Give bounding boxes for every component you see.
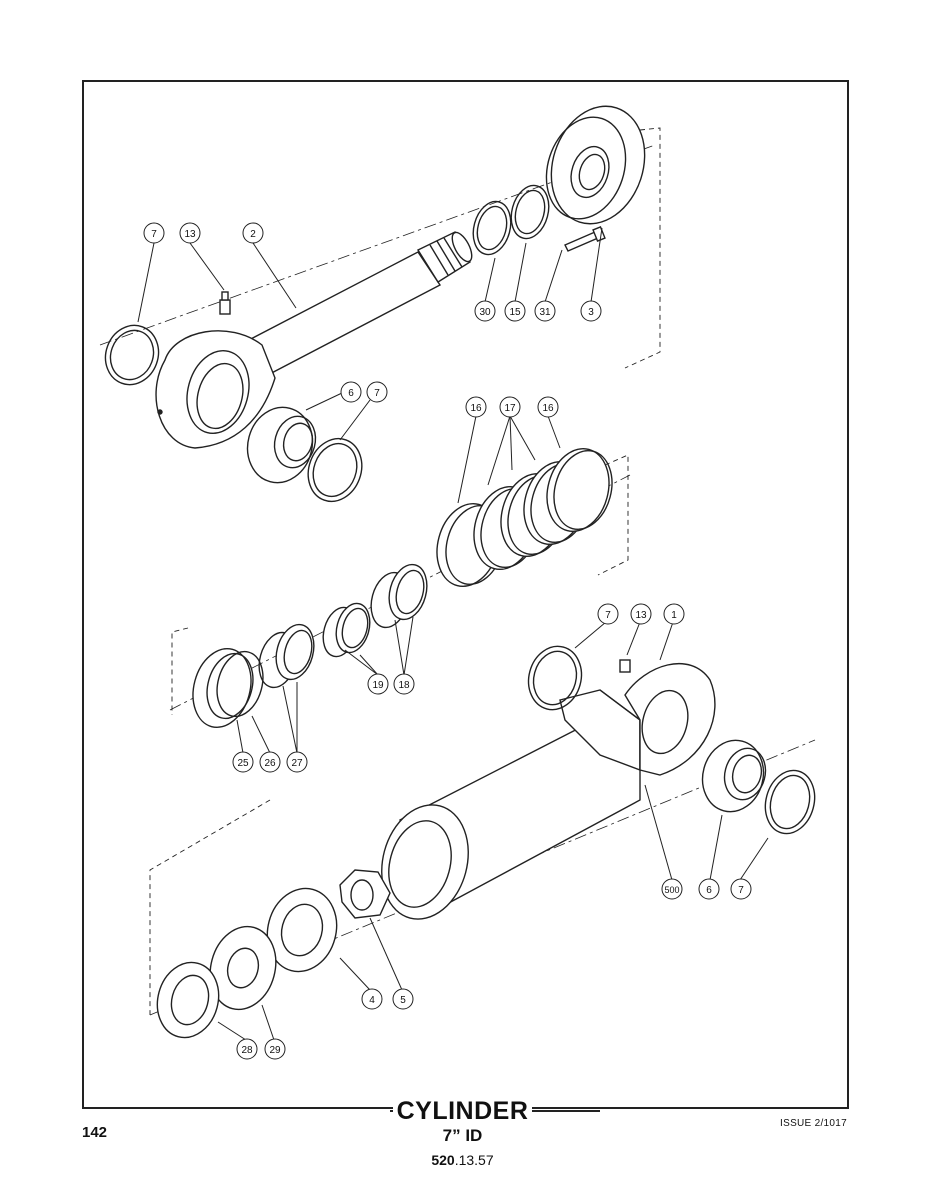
callout-19: 19 xyxy=(367,673,389,695)
piston xyxy=(266,887,338,973)
callout-16b: 16 xyxy=(537,396,559,418)
seal-rings-25-26-27 xyxy=(192,623,315,729)
issue-label: ISSUE 2/1017 xyxy=(780,1118,847,1129)
callout-3: 3 xyxy=(580,300,602,322)
callout-26: 26 xyxy=(259,751,281,773)
bushing-upper xyxy=(246,406,317,484)
callout-13a: 13 xyxy=(179,222,201,244)
svg-text:26: 26 xyxy=(264,758,276,769)
page-title: CYLINDER xyxy=(0,1097,925,1126)
svg-text:6: 6 xyxy=(348,388,354,399)
callout-15: 15 xyxy=(504,300,526,322)
snap-ring-barrel-top xyxy=(527,645,583,711)
snap-ring-upper xyxy=(307,437,363,503)
svg-text:2: 2 xyxy=(250,229,256,240)
callout-bubbles: 7 13 2 30 15 31 3 6 7 16 17 16 19 18 25 … xyxy=(143,222,752,1060)
svg-text:16: 16 xyxy=(470,403,482,414)
callout-25: 25 xyxy=(232,751,254,773)
seal-rings-30-15 xyxy=(472,184,550,256)
capscrew xyxy=(564,226,606,252)
callout-31: 31 xyxy=(534,300,556,322)
svg-text:500: 500 xyxy=(664,885,679,895)
page-number: 142 xyxy=(82,1124,108,1141)
svg-text:13: 13 xyxy=(635,610,647,621)
svg-text:29: 29 xyxy=(269,1045,281,1056)
piston-rings-16-17 xyxy=(436,447,613,588)
callout-18: 18 xyxy=(393,673,415,695)
callout-7b: 7 xyxy=(366,381,388,403)
callout-28: 28 xyxy=(236,1038,258,1060)
footer-title-block: CYLINDER xyxy=(0,1097,925,1127)
callout-6b: 6 xyxy=(698,878,720,900)
svg-text:27: 27 xyxy=(291,758,303,769)
leader-lines xyxy=(137,227,769,1041)
callout-13b: 13 xyxy=(630,603,652,625)
svg-text:31: 31 xyxy=(539,307,551,318)
svg-text:15: 15 xyxy=(509,307,521,318)
part-code: 520.13.57 xyxy=(431,1152,494,1168)
svg-text:5: 5 xyxy=(400,995,406,1006)
callout-2: 2 xyxy=(242,222,264,244)
cylinder-barrel xyxy=(381,659,716,920)
callout-500: 500 xyxy=(661,878,683,900)
svg-text:7: 7 xyxy=(738,885,744,896)
gland xyxy=(545,105,646,225)
svg-text:7: 7 xyxy=(374,388,380,399)
title-rule-right xyxy=(530,1110,600,1112)
snap-ring-left xyxy=(104,324,160,386)
bushing-lower xyxy=(701,739,767,813)
callout-30: 30 xyxy=(474,300,496,322)
svg-text:16: 16 xyxy=(542,403,554,414)
callout-7a: 7 xyxy=(143,222,165,244)
callout-4: 4 xyxy=(361,988,383,1010)
svg-text:1: 1 xyxy=(671,610,677,621)
svg-text:28: 28 xyxy=(241,1045,253,1056)
callout-17: 17 xyxy=(499,396,521,418)
page-subtitle: 7” ID xyxy=(442,1126,483,1145)
callout-27: 27 xyxy=(286,751,308,773)
callout-1: 1 xyxy=(663,603,685,625)
callout-7d: 7 xyxy=(730,878,752,900)
snap-ring-lower xyxy=(764,769,816,835)
svg-text:4: 4 xyxy=(369,995,375,1006)
svg-text:6: 6 xyxy=(706,885,712,896)
svg-text:7: 7 xyxy=(605,610,611,621)
callout-29: 29 xyxy=(264,1038,286,1060)
callout-6a: 6 xyxy=(340,381,362,403)
piston-rod xyxy=(99,144,656,449)
wear-rings-18-19 xyxy=(322,563,428,658)
svg-text:3: 3 xyxy=(588,307,594,318)
svg-text:30: 30 xyxy=(479,307,491,318)
svg-text:25: 25 xyxy=(237,758,249,769)
svg-text:13: 13 xyxy=(184,229,196,240)
lock-nut xyxy=(339,869,391,919)
callout-5: 5 xyxy=(392,988,414,1010)
svg-text:7: 7 xyxy=(151,229,157,240)
callout-7c: 7 xyxy=(597,603,619,625)
svg-text:17: 17 xyxy=(504,403,516,414)
callout-16a: 16 xyxy=(465,396,487,418)
spacer-and-bushing-28-29 xyxy=(156,925,277,1039)
svg-text:18: 18 xyxy=(398,680,410,691)
svg-text:19: 19 xyxy=(372,680,384,691)
